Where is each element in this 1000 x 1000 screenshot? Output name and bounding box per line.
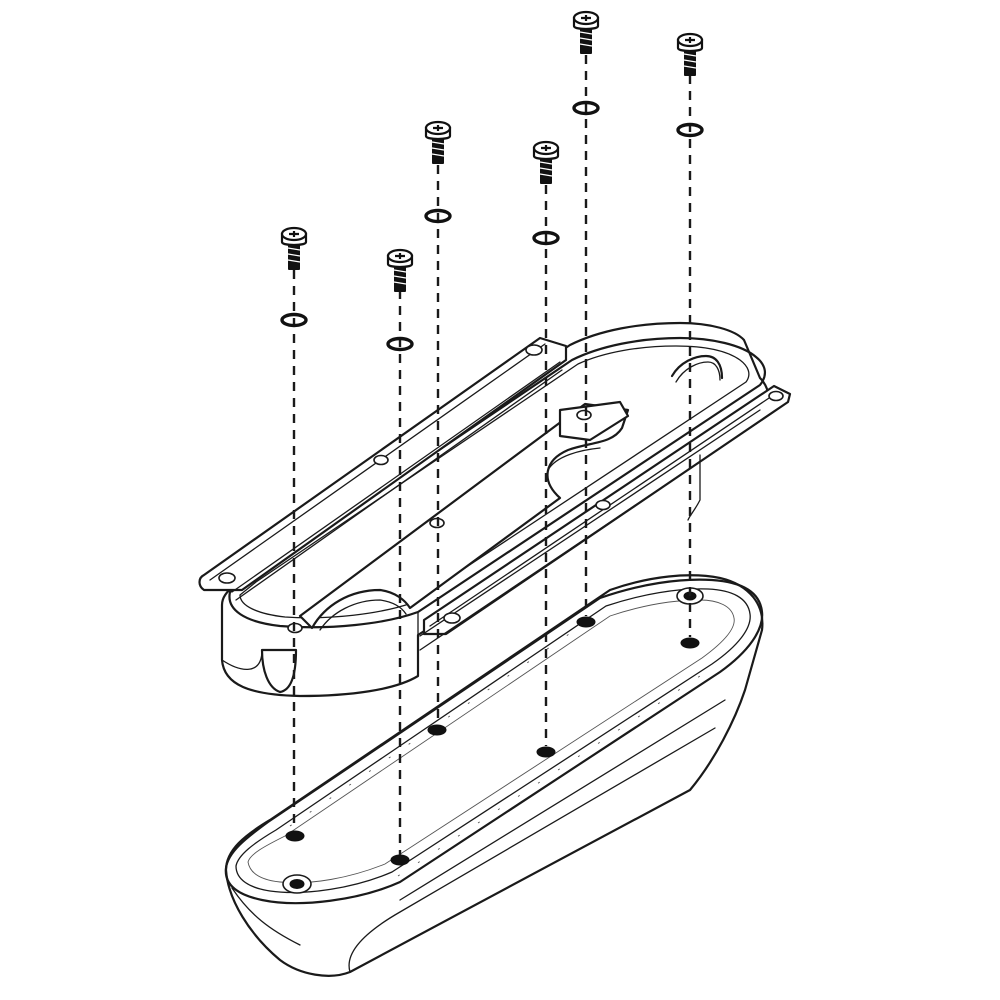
mounting-screw-icon — [386, 248, 414, 294]
lock-washer-icon — [676, 122, 704, 138]
alignment-guide-lines — [292, 55, 692, 855]
oval-housing-shell — [224, 574, 764, 977]
mounting-screw-icon — [676, 32, 704, 78]
mounting-bracket-with-flanges — [198, 321, 792, 698]
lock-washer-icon — [572, 100, 600, 116]
mounting-screw-icon — [280, 226, 308, 272]
mounting-screw-icon — [532, 140, 560, 186]
lock-washers — [280, 100, 704, 352]
lock-washer-icon — [280, 312, 308, 328]
mounting-screw-icon — [424, 120, 452, 166]
lock-washer-icon — [532, 230, 560, 246]
mounting-screws — [280, 10, 704, 294]
mounting-screw-icon — [572, 10, 600, 56]
lock-washer-icon — [386, 336, 414, 352]
lock-washer-icon — [424, 208, 452, 224]
